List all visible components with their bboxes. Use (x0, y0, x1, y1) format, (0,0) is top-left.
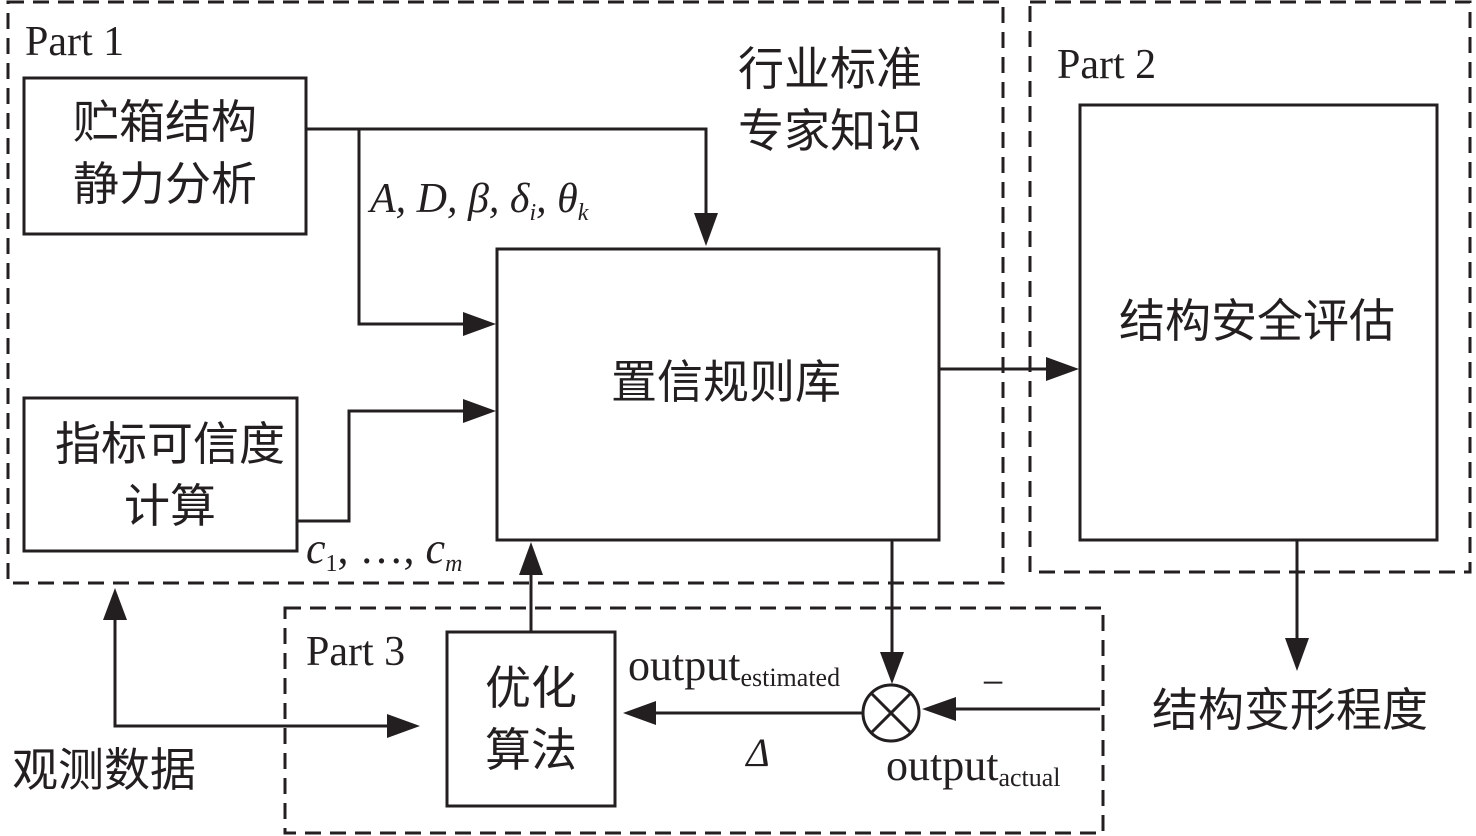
delta-error-label: Δ (744, 730, 769, 775)
arrowhead-into-comparator-top (880, 652, 904, 684)
part1-label: Part 1 (25, 19, 124, 65)
static-analysis-line2: 静力分析 (73, 157, 257, 211)
output-actual-label: outputactual (886, 741, 1061, 792)
knowledge-line2: 专家知识 (738, 104, 922, 158)
optimization-block: 优化 算法 (445, 630, 617, 808)
arrowhead-into-optimization-right (623, 701, 656, 725)
arrowhead-into-deformation (1285, 638, 1309, 671)
part2-label: Part 2 (1057, 42, 1156, 88)
optimization-line2: 算法 (485, 723, 577, 777)
credibility-calc-block: 指标可信度 计算 (22, 396, 299, 553)
static-analysis-block: 贮箱结构 静力分析 (22, 76, 308, 236)
wire-static-to-knowledge (306, 127, 708, 225)
comparator-icon (861, 683, 921, 743)
safety-assessment-block: 结构安全评估 (1078, 103, 1439, 542)
part1-group (6, 0, 1005, 585)
output-estimated-label: outputestimated (628, 641, 840, 692)
arrowhead-into-safety (1046, 357, 1079, 381)
knowledge-line1: 行业标准 (738, 42, 922, 96)
credibility-calc-line2: 计算 (124, 479, 216, 533)
wire-observed-data (113, 612, 400, 728)
arrowhead-into-comparator-right (922, 697, 956, 721)
arrowhead-into-rulebase-top (694, 213, 718, 246)
credibility-vars-label: c1, …, cm (306, 524, 462, 577)
arrowhead-into-optimization-left (387, 714, 420, 738)
credibility-calc-line1: 指标可信度 (55, 417, 285, 471)
minus-sign: − (982, 660, 1005, 705)
wire-static-to-rulebase (357, 129, 478, 326)
parameters-label: A, D, β, δi, θk (367, 176, 589, 226)
belief-rule-base-block: 置信规则库 (495, 247, 941, 542)
part2-group (1028, 0, 1472, 574)
part3-label: Part 3 (306, 629, 405, 675)
belief-rule-base-label: 置信规则库 (611, 355, 841, 409)
arrowhead-into-part1 (103, 588, 127, 620)
wire-credibility-to-rulebase (297, 409, 478, 523)
part3-group (283, 606, 1105, 835)
arrowhead-into-rulebase-bottom (519, 542, 543, 575)
safety-assessment-label: 结构安全评估 (1119, 294, 1395, 348)
observed-data-label: 观测数据 (12, 743, 196, 797)
arrowhead-into-rulebase-left-lower (463, 399, 496, 423)
arrowhead-into-rulebase-left-upper (463, 312, 496, 336)
static-analysis-line1: 贮箱结构 (73, 95, 257, 149)
optimization-line1: 优化 (485, 661, 577, 715)
deformation-degree-label: 结构变形程度 (1152, 683, 1428, 737)
